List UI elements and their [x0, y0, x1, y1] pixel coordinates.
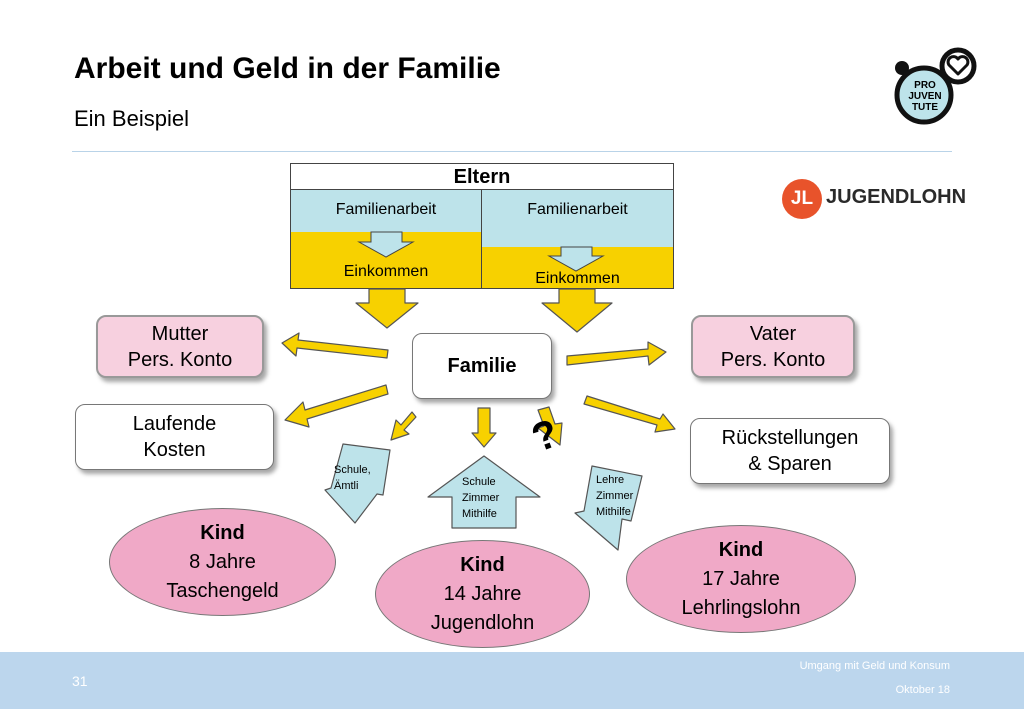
- page-subtitle: Ein Beispiel: [74, 106, 189, 131]
- kind-17-title: Kind: [718, 538, 764, 561]
- page-number: 31: [72, 673, 88, 689]
- kind-17-age: 17 Jahre: [702, 567, 780, 590]
- work-to-income-arrows: [357, 231, 605, 272]
- work-income-arrow-right: [547, 246, 605, 272]
- mutter-label: Mutter: [151, 322, 209, 345]
- arrow-to-laufende: [284, 384, 389, 428]
- eltern-divider: [481, 190, 482, 288]
- contribution-kind17-line1: Lehre: [596, 474, 625, 486]
- arrow-to-rueckstellungen: [583, 395, 676, 433]
- heart-icon: [946, 55, 970, 76]
- arrow-to-kind17: [537, 406, 563, 446]
- familienarbeit-left: Familienarbeit: [291, 190, 481, 232]
- kind-14-ellipse: Kind 14 Jahre Jugendlohn: [375, 540, 590, 648]
- kind-8-ellipse: Kind 8 Jahre Taschengeld: [109, 508, 336, 616]
- contribution-kind8-line2: Ämtli: [334, 480, 359, 492]
- vater-konto-label: Pers. Konto: [720, 348, 826, 371]
- arrow-to-kind14: [471, 407, 497, 448]
- kind-14-income: Jugendlohn: [430, 611, 535, 634]
- einkommen-left-label: Einkommen: [343, 263, 429, 280]
- logo-text-1: PRO: [914, 80, 936, 91]
- arrow-to-vater: [566, 341, 667, 366]
- arrow-to-kind8: [390, 411, 417, 441]
- kind-8-age: 8 Jahre: [189, 550, 256, 573]
- contribution-kind14-line3: Mithilfe: [462, 508, 497, 520]
- arrow-income-left-down: [355, 288, 419, 329]
- contribution-kind17-line2: Zimmer: [596, 490, 634, 502]
- laufende-kosten-box: Laufende Kosten: [75, 404, 274, 470]
- familie-label: Familie: [447, 355, 517, 377]
- kind-8-title: Kind: [200, 521, 245, 544]
- logo-text-3: TUTE: [912, 102, 938, 113]
- footer-topic: Umgang mit Geld und Konsum: [799, 660, 950, 672]
- vater-label: Vater: [749, 322, 797, 345]
- pro-juventute-logo: PRO JUVEN TUTE: [894, 47, 977, 125]
- contribution-kind14-line2: Zimmer: [462, 492, 500, 504]
- kind-14-age: 14 Jahre: [443, 582, 522, 605]
- arrow-to-mutter: [281, 332, 389, 359]
- work-income-arrow-left: [357, 231, 415, 258]
- footer-bar: [0, 652, 1024, 709]
- jugendlohn-badge: JL: [782, 179, 822, 219]
- footer-date: Oktober 18: [895, 684, 950, 696]
- eltern-header: Eltern: [291, 164, 673, 190]
- title-divider: [72, 151, 952, 152]
- laufende-label: Laufende: [132, 413, 217, 435]
- familienarbeit-right-label: Familienarbeit: [527, 201, 628, 218]
- arrow-contribution-kind17: [574, 465, 643, 551]
- logo-text-2: JUVEN: [908, 91, 941, 102]
- contribution-kind8-line1: Schule,: [334, 464, 371, 476]
- eltern-table: Einkommen Einkommen Familienarbeit Famil…: [290, 163, 674, 289]
- familienarbeit-right: Familienarbeit: [482, 190, 673, 247]
- kind-14-title: Kind: [460, 553, 505, 576]
- rueckstellungen-label: Rückstellungen: [721, 427, 859, 449]
- einkommen-left: Einkommen: [291, 232, 481, 288]
- sparen-label: & Sparen: [748, 453, 832, 475]
- familienarbeit-left-label: Familienarbeit: [335, 201, 437, 218]
- kind-8-income: Taschengeld: [166, 579, 279, 602]
- rueckstellungen-box: Rückstellungen & Sparen: [690, 418, 890, 484]
- contribution-kind14: Schule Zimmer Mithilfe: [462, 474, 499, 522]
- kind-17-income: Lehrlingslohn: [681, 596, 801, 619]
- page-title: Arbeit und Geld in der Familie: [74, 52, 501, 85]
- arrow-income-right-down: [541, 288, 613, 333]
- arrow-contribution-kind14: [427, 455, 541, 529]
- kosten-label: Kosten: [143, 439, 206, 461]
- jugendlohn-text: JUGENDLOHN: [826, 186, 967, 208]
- einkommen-right-label: Einkommen: [535, 270, 620, 287]
- contribution-kind17-line3: Mithilfe: [596, 506, 631, 518]
- arrow-contribution-kind8: [324, 443, 391, 524]
- question-mark-icon: ?: [526, 411, 573, 461]
- contribution-kind17: Lehre Zimmer Mithilfe: [596, 472, 633, 520]
- contribution-kind8: Schule, Ämtli: [334, 462, 371, 494]
- kind-17-ellipse: Kind 17 Jahre Lehrlingslohn: [626, 525, 856, 633]
- mutter-konto-box: Mutter Pers. Konto: [96, 315, 264, 378]
- vater-konto-box: Vater Pers. Konto: [691, 315, 855, 378]
- mutter-konto-label: Pers. Konto: [127, 348, 233, 371]
- contribution-kind14-line1: Schule: [462, 476, 496, 488]
- familie-box: Familie: [412, 333, 552, 399]
